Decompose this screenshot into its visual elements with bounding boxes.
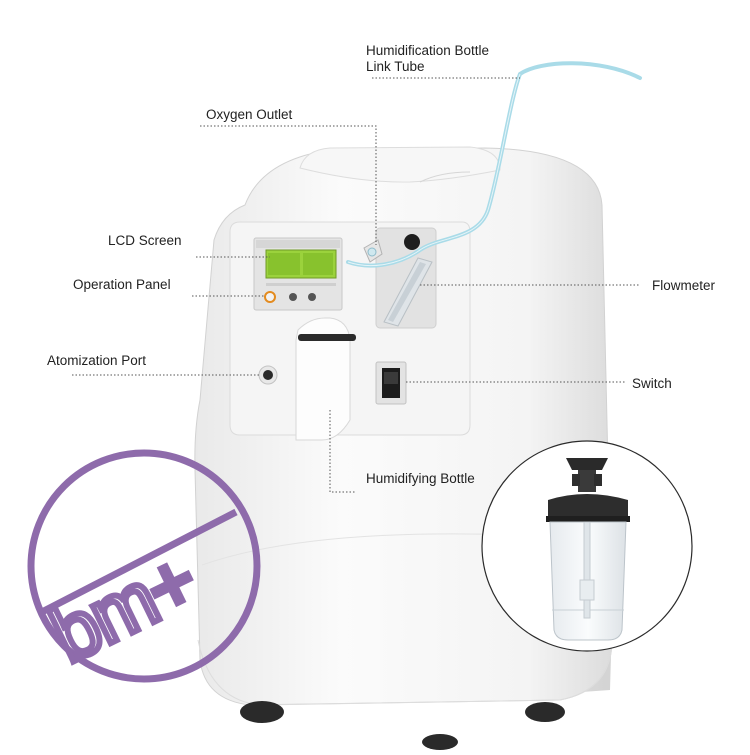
control-panel <box>253 237 343 311</box>
humidifying-bottle-bracket <box>295 317 356 441</box>
power-switch[interactable] <box>375 361 407 405</box>
flowmeter-knob[interactable] <box>404 234 420 250</box>
label-atomization-port: Atomization Port <box>47 353 147 368</box>
wheels <box>240 701 565 750</box>
label-link-tube-line2: Link Tube <box>366 59 425 74</box>
label-operation-panel: Operation Panel <box>73 277 171 292</box>
label-link-tube-line1: Humidification Bottle <box>366 43 490 58</box>
label-lcd-screen: LCD Screen <box>108 233 182 248</box>
panel-button-2[interactable] <box>308 293 316 301</box>
humidifier-jar-inset <box>481 440 693 652</box>
label-oxygen-outlet: Oxygen Outlet <box>206 107 293 122</box>
oxygen-outlet <box>363 239 383 263</box>
power-button[interactable] <box>264 291 276 303</box>
label-humidifying-bottle: Humidifying Bottle <box>366 471 475 486</box>
leader-lines <box>72 77 640 493</box>
logo-text: bm+ <box>38 535 210 679</box>
label-flowmeter: Flowmeter <box>652 278 716 293</box>
atomization-port <box>258 365 278 385</box>
flowmeter <box>375 227 437 329</box>
label-switch: Switch <box>632 376 672 391</box>
panel-button-1[interactable] <box>289 293 297 301</box>
